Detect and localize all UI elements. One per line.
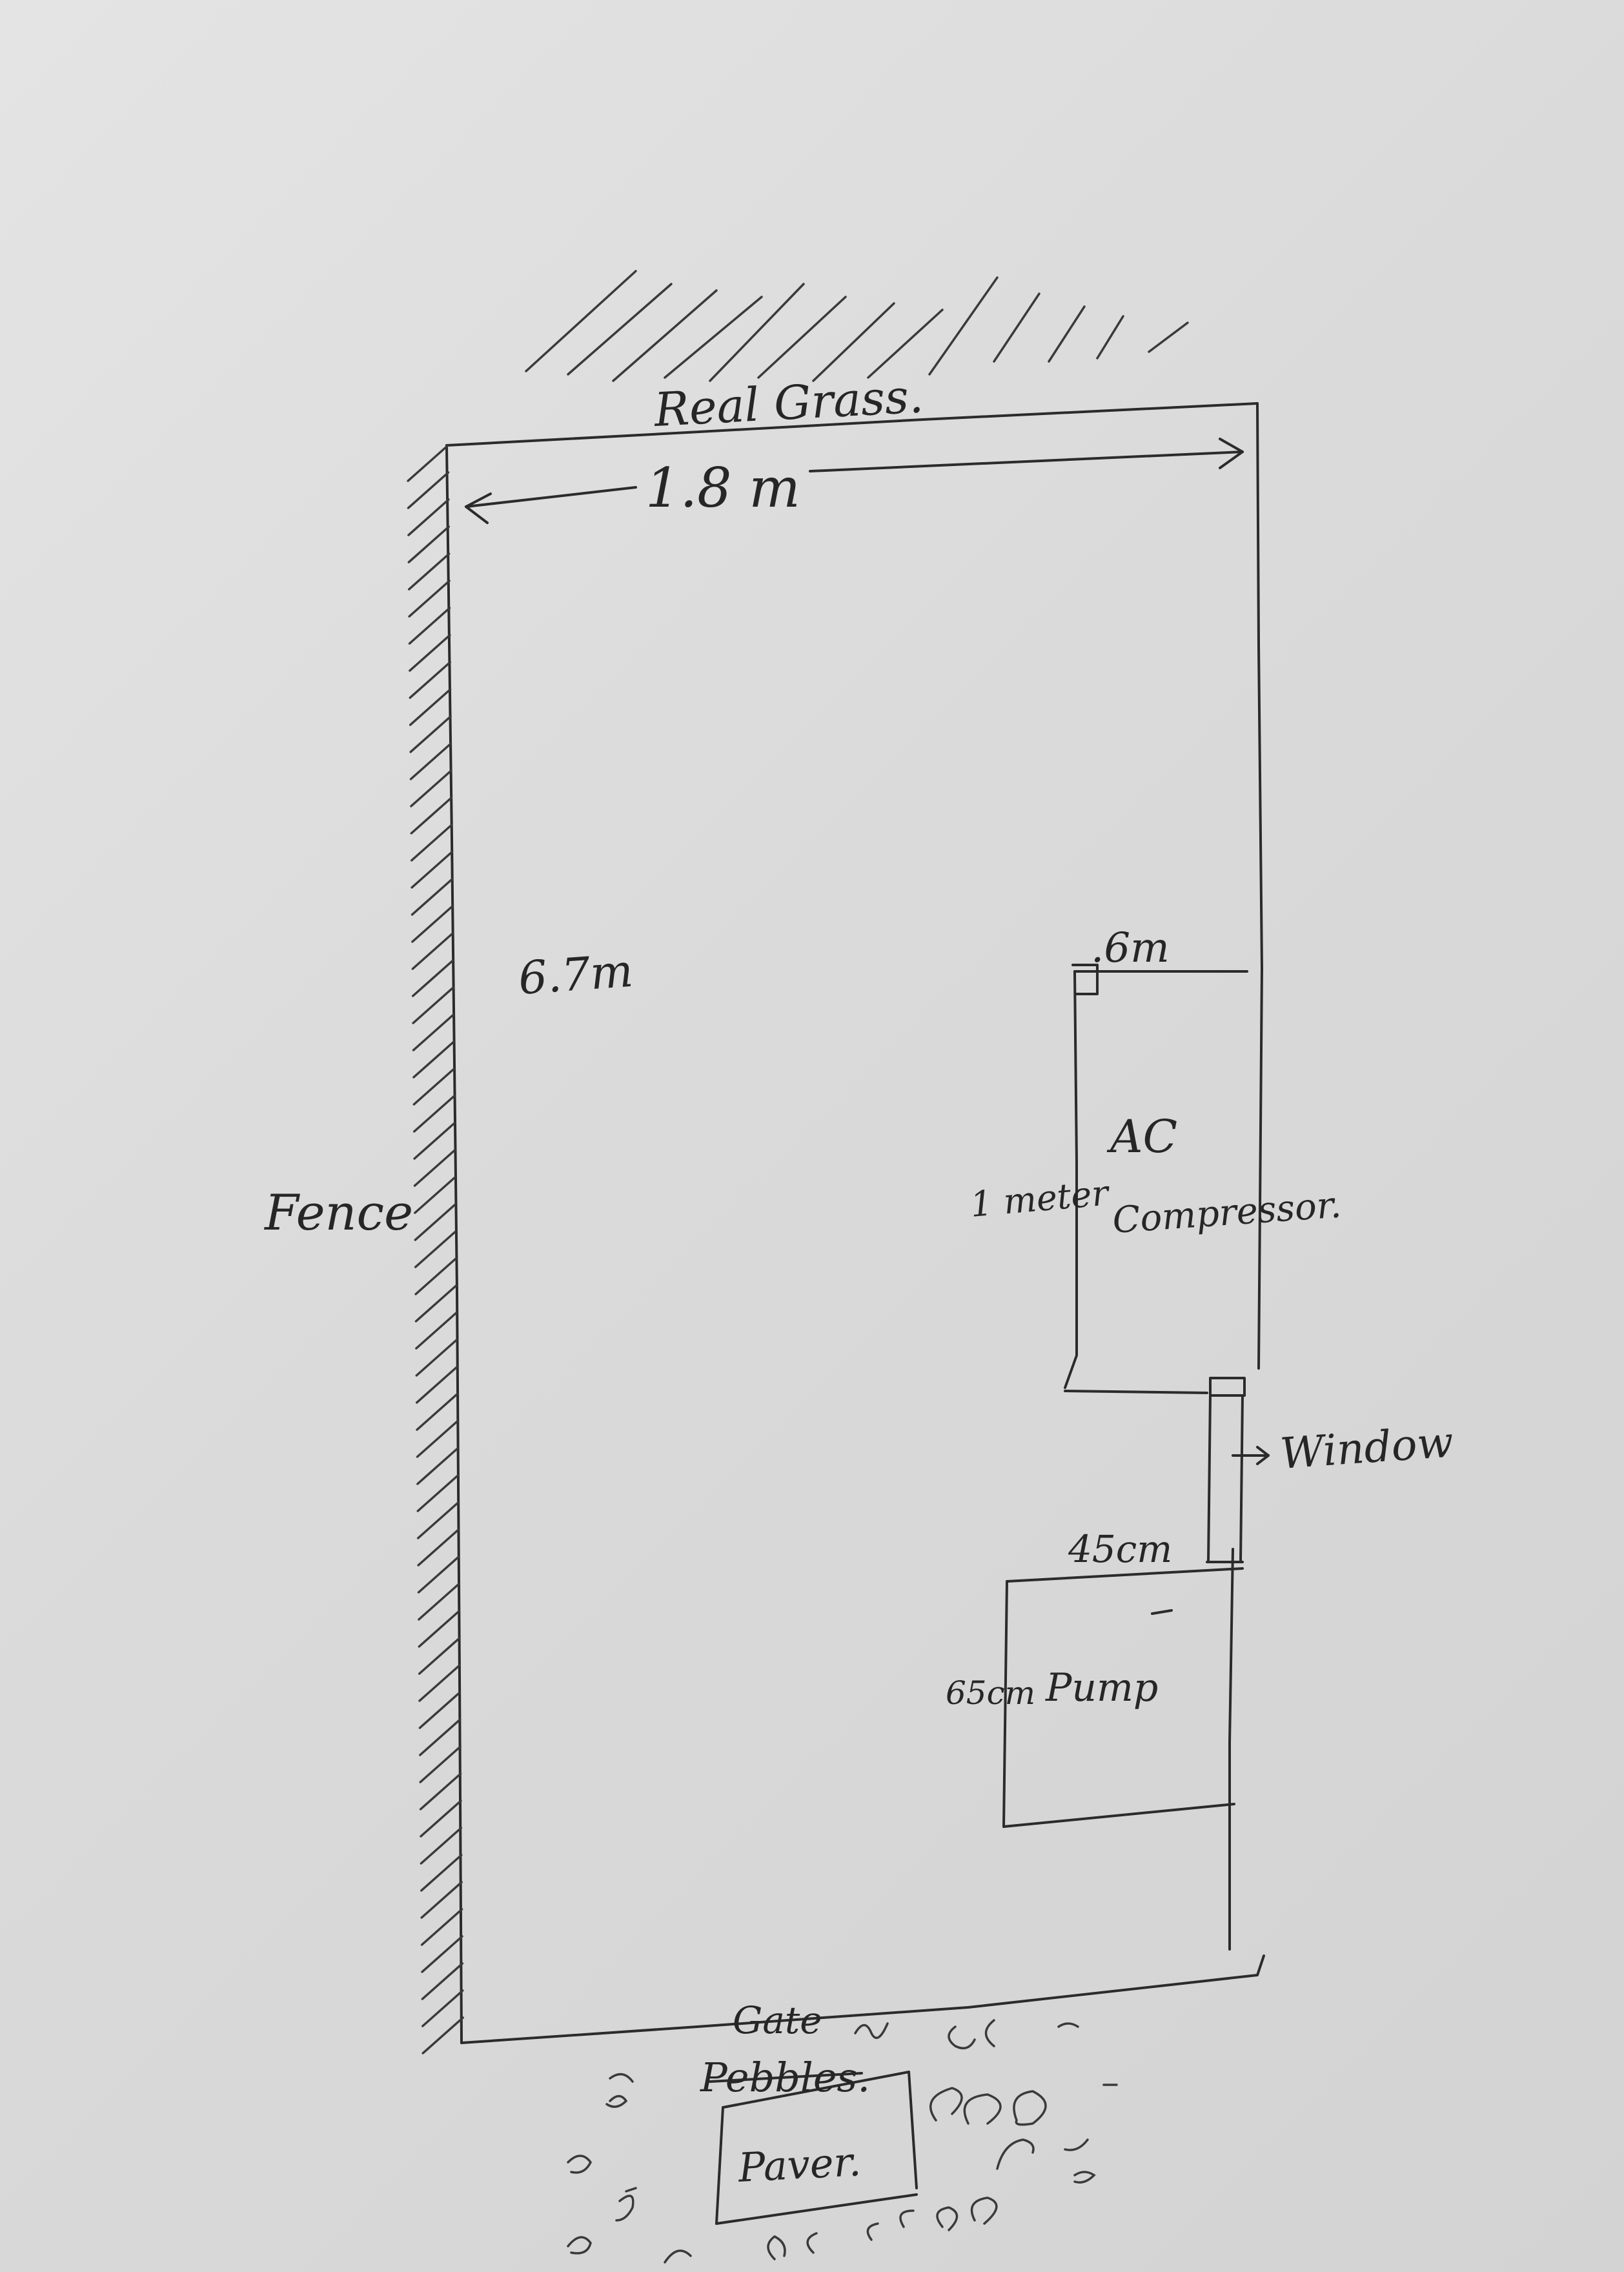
fence-hatch-stroke [413, 1122, 456, 1160]
fence-hatch-stroke [418, 1637, 461, 1675]
fence-hatch-stroke [410, 769, 452, 807]
fence-hatch-stroke [412, 1013, 455, 1051]
fence-hatch-stroke [411, 905, 454, 943]
fence-hatch-stroke [416, 1474, 460, 1512]
fence-hatch-stroke [412, 1040, 455, 1079]
pebble-squiggles [567, 2019, 1118, 2264]
fence-hatching [407, 444, 464, 2054]
fence-hatch-stroke [415, 1366, 458, 1404]
fence-hatch-stroke [410, 796, 453, 835]
gate-label: Gate [733, 1998, 822, 2042]
fence-hatch-stroke [408, 580, 451, 618]
fence-hatch-stroke [408, 607, 451, 645]
fence-hatch-stroke [421, 2016, 464, 2054]
real-grass-label: Real Grass. [651, 369, 924, 437]
pump-length-label: 65cm [946, 1674, 1035, 1712]
width-dimension-arrow [465, 438, 1244, 524]
fence-label: Fence [263, 1184, 413, 1241]
pump-width-label: 45cm [1068, 1527, 1172, 1571]
fence-hatch-stroke [407, 525, 451, 563]
fence-hatch-stroke [407, 444, 449, 482]
fence-hatch-stroke [415, 1312, 458, 1350]
fence-hatch-stroke [418, 1691, 462, 1729]
ac-compressor-box [1064, 964, 1248, 1394]
fence-hatch-stroke [420, 1908, 463, 1946]
fence-hatch-stroke [411, 851, 453, 889]
fence-hatch-stroke [409, 715, 452, 753]
fence-hatch-stroke [420, 1854, 463, 1892]
fence-hatch-stroke [419, 1772, 462, 1811]
fence-hatch-stroke [414, 1257, 457, 1295]
fence-hatch-stroke [418, 1610, 461, 1648]
fence-hatch-stroke [419, 1745, 462, 1783]
fence-hatch-stroke [420, 1800, 462, 1838]
fence-hatch-stroke [411, 932, 454, 970]
window-symbol [1206, 1377, 1270, 1563]
fence-hatch-stroke [410, 824, 453, 862]
fence-hatch-stroke [407, 471, 450, 509]
ac-name-label: AC [1106, 1110, 1177, 1163]
fence-hatch-stroke [407, 498, 450, 536]
ac-width-label: .6m [1091, 924, 1170, 972]
fence-hatch-stroke [409, 634, 451, 672]
fence-hatch-stroke [421, 1935, 463, 1973]
length-dimension-label: 6.7m [516, 944, 634, 1005]
ac-length-label: 1 meter [969, 1172, 1112, 1225]
fence-hatch-stroke [416, 1501, 460, 1539]
grass-hatching [525, 270, 1189, 382]
fence-hatch-stroke [414, 1203, 457, 1241]
fence-hatch-stroke [418, 1664, 461, 1702]
fence-hatch-stroke [413, 1149, 456, 1187]
fence-hatch-stroke [407, 553, 451, 591]
window-label: Window [1279, 1417, 1455, 1479]
fence-hatch-stroke [412, 1095, 456, 1133]
fence-hatch-stroke [415, 1339, 458, 1377]
paver-box [709, 2071, 918, 2225]
yard-outline [445, 402, 1265, 2044]
fence-hatch-stroke [416, 1393, 458, 1431]
width-dimension-label: 1.8 m [645, 456, 800, 520]
fence-hatch-stroke [411, 959, 454, 997]
fence-hatch-stroke [418, 1583, 460, 1621]
fence-hatch-stroke [416, 1420, 459, 1458]
fence-hatch-stroke [417, 1528, 460, 1567]
fence-hatch-stroke [414, 1176, 456, 1214]
fence-hatch-stroke [409, 688, 452, 726]
paver-label: Paver. [736, 2138, 862, 2191]
fence-hatch-stroke [409, 661, 452, 699]
fence-hatch-stroke [409, 742, 452, 780]
pebbles-label: Pebbles. [700, 2054, 870, 2101]
pump-label: Pump [1045, 1665, 1158, 1710]
pump-box [1002, 1567, 1244, 1828]
fence-hatch-stroke [414, 1284, 458, 1323]
fence-hatch-stroke [412, 986, 454, 1024]
fence-hatch-stroke [420, 1881, 463, 1919]
fence-hatch-stroke [421, 1989, 464, 2027]
compressor-label: Compressor. [1111, 1184, 1343, 1242]
fence-hatch-stroke [414, 1230, 457, 1268]
fence-hatch-stroke [416, 1447, 459, 1485]
fence-hatch-stroke [420, 1827, 463, 1865]
fence-hatch-stroke [412, 1068, 456, 1106]
fence-hatch-stroke [411, 878, 454, 916]
fence-hatch-stroke [419, 1718, 462, 1756]
fence-hatch-stroke [421, 1962, 464, 2000]
fence-hatch-stroke [417, 1556, 460, 1594]
